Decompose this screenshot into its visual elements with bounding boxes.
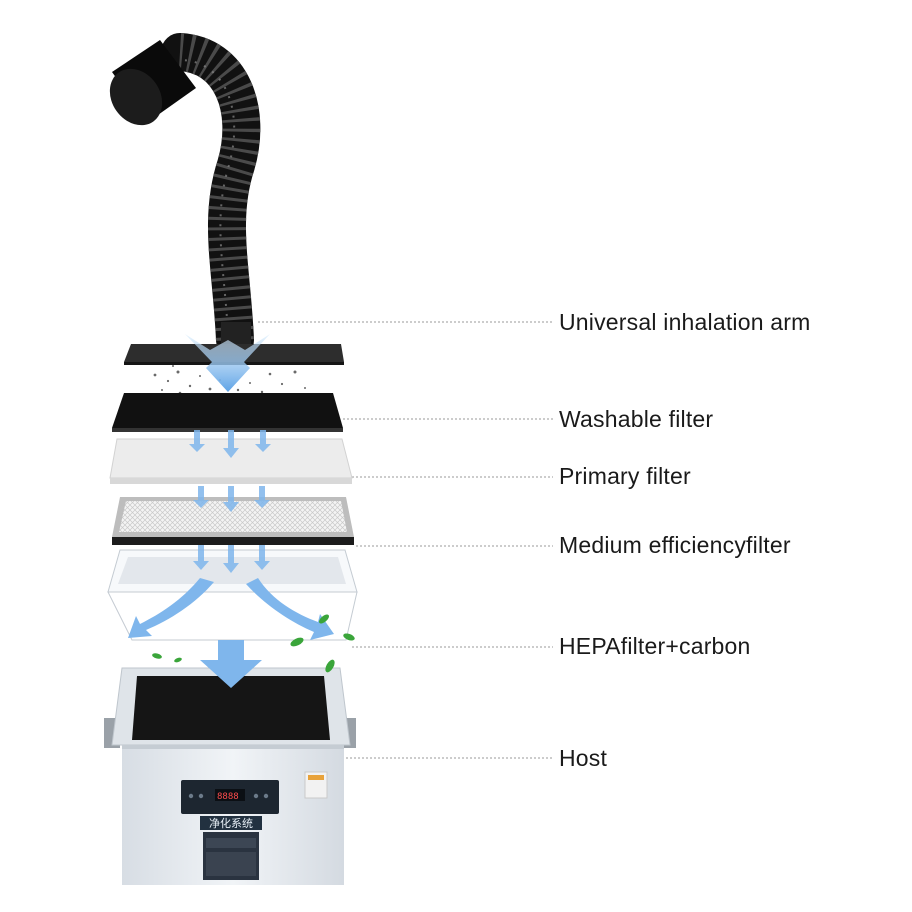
leaf-icon (174, 657, 182, 663)
leader-lines (258, 321, 553, 759)
label-medium-efficiency-filter: Medium efficiencyfilter (559, 532, 791, 558)
leaf-icon (152, 653, 162, 659)
label-primary-filter: Primary filter (559, 463, 691, 489)
right-outflow-arrow (246, 578, 334, 640)
primary-filter (109, 438, 353, 484)
label-universal-inhalation-arm: Universal inhalation arm (559, 309, 811, 335)
suction-hood (112, 40, 196, 122)
leaf-icon (343, 633, 355, 641)
washable-filter (112, 393, 343, 432)
label-host: Host (559, 745, 608, 771)
medium-efficiency-filter (112, 497, 354, 545)
decorative-leaves (152, 614, 355, 673)
label-washable-filter: Washable filter (559, 406, 714, 432)
left-outflow-arrow (128, 578, 214, 638)
down-arrow (200, 640, 262, 688)
panel-label: 净化系统 (209, 816, 253, 830)
leaf-icon (325, 659, 335, 673)
control-panel: 8888 (181, 780, 279, 814)
svg-text:8888: 8888 (217, 792, 239, 802)
inhalation-arm (109, 33, 261, 359)
leaf-icon (290, 637, 304, 647)
intake-arrow (185, 334, 270, 392)
host-unit: 8888 净化系统 (104, 667, 356, 885)
label-hepa-carbon-filter: HEPAfilter+carbon (559, 633, 751, 659)
airflow-arrows (128, 334, 334, 688)
leaf-icon (319, 614, 329, 624)
